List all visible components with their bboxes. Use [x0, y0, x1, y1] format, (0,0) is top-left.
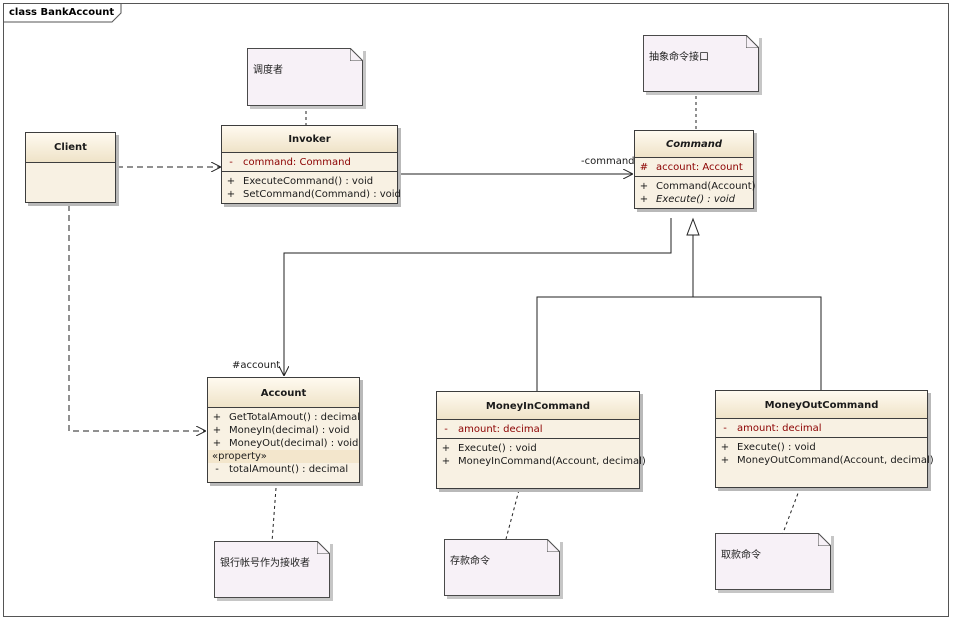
class-moneyincommand-name: MoneyInCommand	[437, 392, 639, 420]
money-in-note-anchor	[505, 489, 520, 540]
class-moneyoutcommand-attributes: -amount: decimal	[716, 419, 927, 438]
money-in-note-text: 存款命令	[450, 556, 490, 567]
role-label-account: #account	[232, 360, 281, 371]
diagram-frame: class BankAccount	[3, 3, 949, 617]
class-account-operations: +GetTotalAmout() : decimal +MoneyIn(deci…	[208, 408, 361, 476]
class-client[interactable]: Client	[25, 132, 116, 203]
role-label-command: -command	[581, 156, 635, 167]
invoker-note: 调度者	[247, 48, 363, 106]
class-invoker[interactable]: Invoker -command: Command +ExecuteComman…	[221, 125, 401, 204]
command-operation-execute: +Execute() : void	[639, 194, 735, 205]
frame-title: class BankAccount	[9, 7, 115, 18]
class-moneyoutcommand-operations: +Execute() : void +MoneyOutCommand(Accou…	[716, 438, 934, 469]
moneyout-operation-execute: +Execute() : void	[720, 442, 816, 453]
account-note-text: 银行帐号作为接收者	[220, 558, 310, 569]
command-note: 抽象命令接口	[643, 35, 759, 92]
class-command-attributes: #account: Account	[635, 158, 753, 177]
class-account-name: Account	[208, 378, 359, 408]
class-moneyoutcommand[interactable]: MoneyOutCommand -amount: decimal +Execut…	[715, 390, 934, 488]
generalization-arrowhead	[686, 217, 700, 236]
invoker-operation-setcommand: +SetCommand(Command) : void	[226, 189, 401, 200]
moneyout-attribute-amount: -amount: decimal	[723, 423, 822, 434]
command-note-text: 抽象命令接口	[649, 52, 709, 63]
class-moneyoutcommand-name: MoneyOutCommand	[716, 391, 927, 419]
class-moneyincommand-attributes: -amount: decimal	[437, 420, 639, 439]
moneyout-operation-constructor: +MoneyOutCommand(Account, decimal)	[720, 455, 934, 466]
class-command-operations: +Command(Account) +Execute() : void	[635, 177, 756, 208]
command-operation-constructor: +Command(Account)	[639, 181, 756, 192]
invoker-operation-executecommand: +ExecuteCommand() : void	[226, 176, 374, 187]
frame-title-tab: class BankAccount	[4, 4, 122, 23]
class-invoker-name: Invoker	[222, 126, 397, 153]
invoker-note-text: 调度者	[253, 65, 283, 76]
money-out-note-text: 取款命令	[721, 550, 761, 561]
account-note: 银行帐号作为接收者	[214, 541, 330, 598]
class-invoker-attributes: -command: Command	[222, 153, 397, 172]
moneyin-operation-execute: +Execute() : void	[441, 443, 537, 454]
moneyin-operation-constructor: +MoneyInCommand(Account, decimal)	[441, 456, 646, 467]
account-property-totalamount: -totalAmount() : decimal	[215, 464, 349, 475]
class-command-name: Command	[635, 131, 753, 158]
money-in-generalization	[536, 296, 822, 391]
account-operation-moneyin: +MoneyIn(decimal) : void	[212, 425, 350, 436]
money-out-note: 取款命令	[715, 533, 831, 590]
command-account-association	[284, 218, 672, 376]
client-account-dependency	[68, 205, 206, 431]
account-note-anchor	[271, 487, 277, 543]
class-moneyincommand[interactable]: MoneyInCommand -amount: decimal +Execute…	[436, 391, 646, 489]
class-account[interactable]: Account +GetTotalAmout() : decimal +Mone…	[207, 377, 360, 483]
command-attribute-account: #account: Account	[639, 162, 743, 173]
money-in-note: 存款命令	[444, 539, 560, 596]
class-moneyincommand-operations: +Execute() : void +MoneyInCommand(Accoun…	[437, 439, 646, 470]
account-stereotype-property: «property»	[208, 450, 359, 463]
class-client-name: Client	[26, 133, 115, 163]
invoker-attribute-command: -command: Command	[229, 157, 351, 168]
class-invoker-operations: +ExecuteCommand() : void +SetCommand(Com…	[222, 172, 401, 203]
moneyin-attribute-amount: -amount: decimal	[444, 424, 543, 435]
account-operation-gettotalamout: +GetTotalAmout() : decimal	[212, 412, 361, 423]
money-out-note-anchor	[782, 487, 801, 534]
class-command[interactable]: Command #account: Account +Command(Accou…	[634, 130, 756, 209]
account-operation-moneyout: +MoneyOut(decimal) : void	[212, 438, 359, 449]
